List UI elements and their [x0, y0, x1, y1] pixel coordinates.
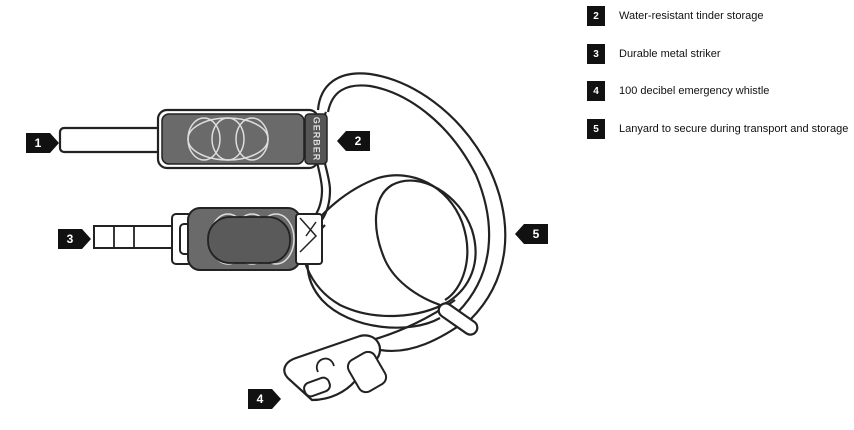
legend-text: 100 decibel emergency whistle: [619, 85, 770, 97]
callout-3: 3: [58, 229, 91, 249]
metal-striker: [93, 225, 185, 249]
legend-item: 5 Lanyard to secure during transport and…: [587, 119, 848, 139]
legend-number: 2: [587, 6, 605, 26]
legend-item: 3 Durable metal striker: [587, 44, 720, 64]
arrow-right-icon: [50, 133, 59, 153]
legend-number: 4: [587, 81, 605, 101]
callout-5: 5: [515, 224, 548, 244]
legend-text: Lanyard to secure during transport and s…: [619, 123, 849, 135]
callout-2: 2: [337, 131, 370, 151]
callout-2-label: 2: [346, 131, 370, 151]
lanyard-loop: [316, 72, 507, 321]
arrow-right-icon: [272, 389, 281, 409]
cord-stopper: [437, 302, 479, 336]
legend-item: 4 100 decibel emergency whistle: [587, 81, 769, 101]
arrow-left-icon: [337, 131, 346, 151]
legend-number: 3: [587, 44, 605, 64]
callout-1: 1: [26, 133, 59, 153]
legend-number: 5: [587, 119, 605, 139]
legend-item: 2 Water-resistant tinder storage: [587, 6, 763, 26]
arrow-right-icon: [82, 229, 91, 249]
legend-text: Water-resistant tinder storage: [619, 10, 764, 22]
arrow-left-icon: [515, 224, 524, 244]
callout-4-label: 4: [248, 389, 272, 409]
brand-mark: GERBER: [312, 117, 322, 162]
callout-5-label: 5: [524, 224, 548, 244]
callout-3-label: 3: [58, 229, 82, 249]
legend-text: Durable metal striker: [619, 48, 721, 60]
callout-4: 4: [248, 389, 281, 409]
callout-1-label: 1: [26, 133, 50, 153]
ferro-rod: [58, 126, 168, 154]
